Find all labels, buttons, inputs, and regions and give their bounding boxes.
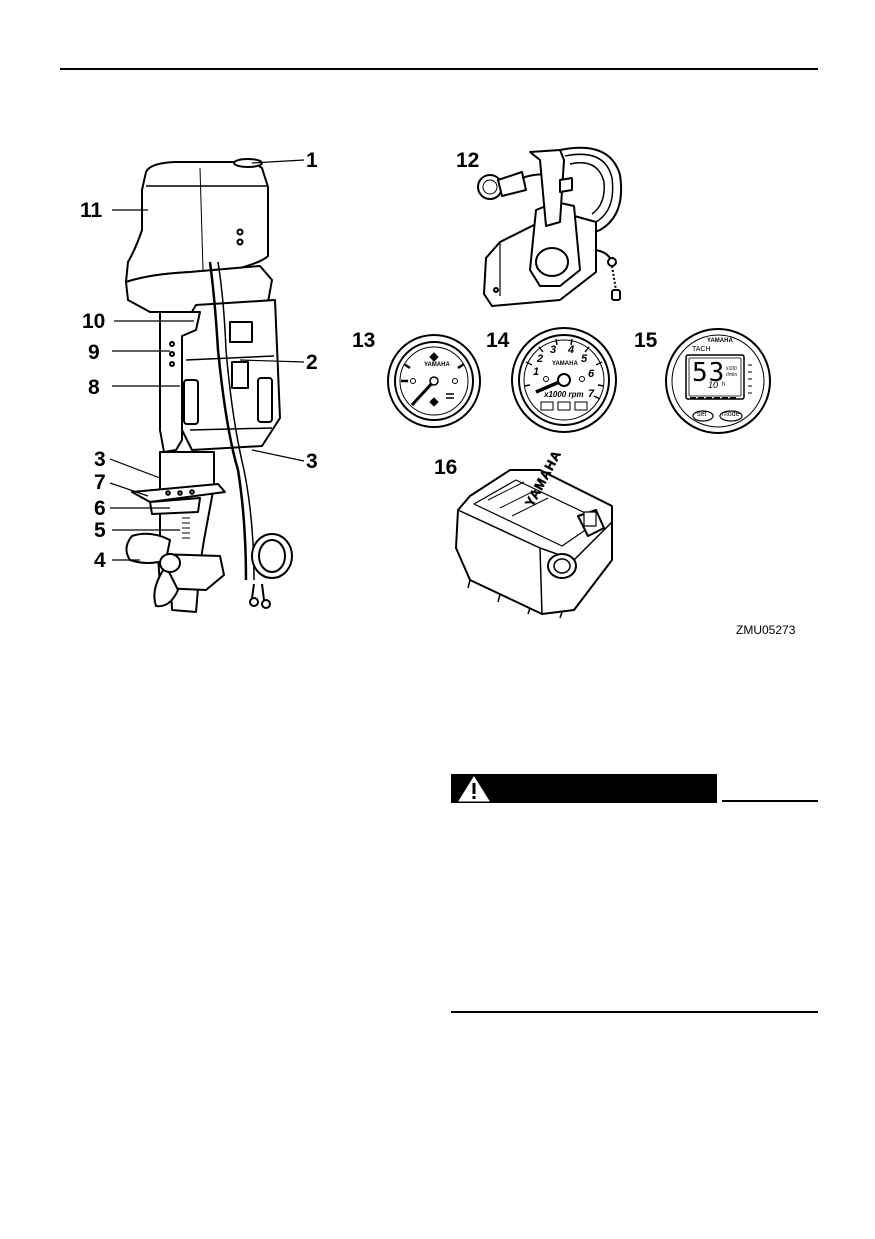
digital-hours-unit: h bbox=[722, 382, 726, 388]
callout-3-lower: 3 bbox=[306, 450, 318, 473]
callout-10: 10 bbox=[82, 310, 106, 333]
tach-brand: YAMAHA bbox=[552, 361, 578, 367]
digital-mode-button[interactable]: mode bbox=[722, 411, 740, 418]
tach-number-6: 6 bbox=[588, 368, 595, 380]
digital-set-button[interactable]: set bbox=[697, 411, 707, 418]
gauge-13-brand: YAMAHA bbox=[424, 362, 450, 368]
digital-value: 53 bbox=[692, 358, 726, 388]
callout-12: 12 bbox=[456, 149, 480, 172]
callout-8: 8 bbox=[88, 376, 100, 399]
tach-number-4: 4 bbox=[568, 344, 575, 356]
tach-number-5: 5 bbox=[581, 353, 588, 365]
callout-13: 13 bbox=[352, 329, 376, 352]
callout-15: 15 bbox=[634, 329, 658, 352]
figure-code: ZMU05273 bbox=[736, 623, 796, 637]
digital-brand: YAMAHA bbox=[707, 338, 733, 344]
tach-number-2: 2 bbox=[537, 353, 544, 365]
tach-unit-label: x1000 rpm bbox=[544, 390, 584, 399]
warning-header-bar bbox=[451, 774, 717, 803]
callout-5: 5 bbox=[94, 519, 106, 542]
callout-11: 11 bbox=[80, 199, 103, 222]
callout-7: 7 bbox=[94, 471, 106, 494]
callout-1: 1 bbox=[306, 149, 318, 172]
callout-14: 14 bbox=[486, 329, 510, 352]
digital-title: TACH bbox=[692, 346, 711, 353]
callout-16: 16 bbox=[434, 456, 458, 479]
callout-4: 4 bbox=[94, 549, 106, 572]
digital-unit-top: x100 bbox=[726, 366, 737, 372]
callout-2: 2 bbox=[306, 351, 318, 374]
callout-3-upper: 3 bbox=[94, 448, 106, 471]
digital-hours: 10 bbox=[708, 380, 719, 390]
tach-number-1: 1 bbox=[533, 366, 540, 378]
callout-9: 9 bbox=[88, 341, 100, 364]
tach-number-7: 7 bbox=[588, 388, 595, 400]
tach-number-3: 3 bbox=[550, 344, 557, 356]
callout-6: 6 bbox=[94, 497, 106, 520]
warning-header-rule bbox=[722, 800, 818, 802]
warning-bottom-rule bbox=[451, 1011, 818, 1013]
warning-triangle-icon bbox=[458, 776, 490, 802]
header-rule bbox=[60, 68, 818, 70]
digital-unit-bottom: r/min bbox=[726, 372, 738, 378]
